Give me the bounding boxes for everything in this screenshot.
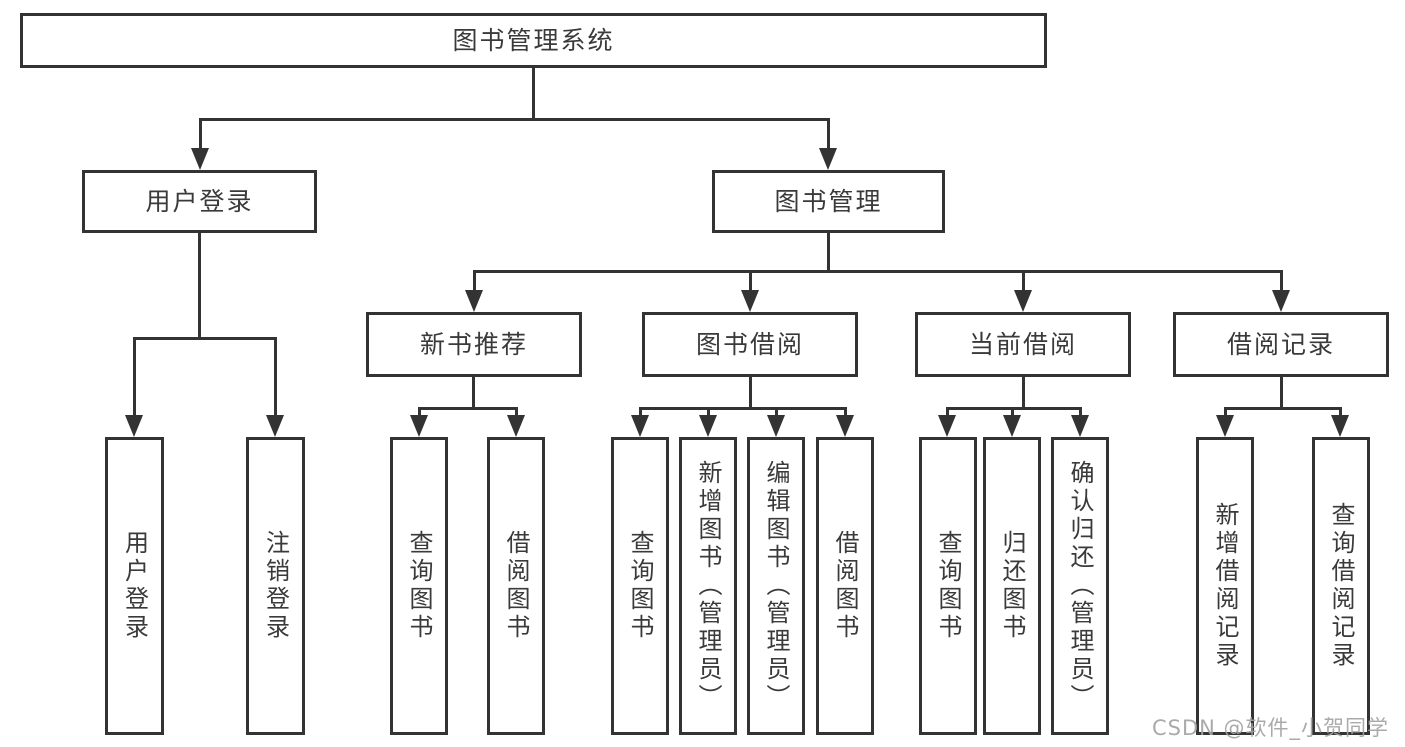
leaf-borrow-edit: 编辑图书（管理员） — [747, 437, 805, 735]
arrow-s1-leaf-2 — [699, 415, 717, 437]
leaf-logout: 注销登录 — [246, 437, 305, 735]
connector-s1-drop-1 — [639, 407, 642, 419]
connector-s1-drop-3 — [775, 407, 778, 419]
node-book-borrow: 图书借阅 — [642, 312, 858, 377]
leaf-newbooks-query-label: 查询图书 — [405, 530, 433, 642]
arrow-s1-leaf-3 — [767, 415, 785, 437]
connector-s0-drop-1 — [418, 407, 421, 419]
leaf-newbooks-borrow-label: 借阅图书 — [502, 530, 530, 642]
connector-s2-stem — [1022, 377, 1025, 407]
arrow-s1-leaf-1 — [631, 415, 649, 437]
node-new-books-label: 新书推荐 — [419, 330, 528, 359]
leaf-borrow-edit-label: 编辑图书（管理员） — [762, 460, 790, 712]
leaf-current-confirm-label: 确认归还（管理员） — [1066, 460, 1094, 712]
connector-login-drop-1 — [133, 337, 136, 419]
leaf-borrow-query-label: 查询图书 — [626, 530, 654, 642]
arrow-s0-leaf-2 — [507, 415, 525, 437]
node-book-borrow-label: 图书借阅 — [695, 330, 804, 359]
connector-s2-drop-3 — [1079, 407, 1082, 419]
connector-s2-bar — [946, 407, 1082, 410]
leaf-logout-label: 注销登录 — [261, 530, 290, 642]
arrow-to-current-borrow — [1014, 290, 1032, 312]
connector-mgmt-bar — [473, 270, 1283, 273]
node-user-login-label: 用户登录 — [145, 187, 254, 216]
connector-mgmt-drop-4 — [1280, 270, 1283, 294]
leaf-borrow-borrow-label: 借阅图书 — [831, 530, 859, 642]
leaf-current-query-label: 查询图书 — [934, 530, 962, 642]
arrow-to-book-management — [819, 148, 837, 170]
connector-s3-drop-1 — [1224, 407, 1227, 419]
connector-root-drop-left — [199, 118, 202, 150]
arrow-s2-leaf-3 — [1071, 415, 1089, 437]
connector-login-bar — [133, 337, 277, 340]
leaf-newbooks-query: 查询图书 — [390, 437, 448, 735]
node-new-books: 新书推荐 — [366, 312, 582, 377]
leaf-records-add: 新增借阅记录 — [1196, 437, 1254, 735]
connector-login-drop-2 — [274, 337, 277, 419]
leaf-borrow-query: 查询图书 — [611, 437, 669, 735]
arrow-to-new-books — [465, 290, 483, 312]
connector-s1-drop-4 — [844, 407, 847, 419]
node-current-borrow: 当前借阅 — [915, 312, 1131, 377]
leaf-borrow-add: 新增图书（管理员） — [679, 437, 737, 735]
leaf-records-query: 查询借阅记录 — [1312, 437, 1370, 735]
arrow-s3-leaf-2 — [1331, 415, 1349, 437]
node-root-label: 图书管理系统 — [452, 26, 615, 55]
node-root: 图书管理系统 — [20, 13, 1047, 68]
node-borrow-records: 借阅记录 — [1173, 312, 1389, 377]
arrow-to-user-login — [191, 148, 209, 170]
connector-s2-drop-1 — [946, 407, 949, 419]
arrow-s1-leaf-4 — [836, 415, 854, 437]
leaf-borrow-add-label: 新增图书（管理员） — [694, 460, 722, 712]
connector-s1-stem — [749, 377, 752, 407]
connector-s0-drop-2 — [515, 407, 518, 419]
connector-root-stem — [532, 68, 535, 120]
node-borrow-records-label: 借阅记录 — [1226, 330, 1335, 359]
connector-mgmt-drop-1 — [473, 270, 476, 294]
node-current-borrow-label: 当前借阅 — [968, 330, 1077, 359]
leaf-user-login: 用户登录 — [105, 437, 164, 735]
node-user-login: 用户登录 — [82, 170, 317, 233]
connector-s0-stem — [472, 377, 475, 407]
arrow-to-leaf-logout — [266, 415, 284, 437]
leaf-current-query: 查询图书 — [919, 437, 977, 735]
connector-s3-drop-2 — [1339, 407, 1342, 419]
connector-s3-stem — [1280, 377, 1283, 407]
connector-root-bar — [199, 118, 830, 121]
connector-mgmt-drop-3 — [1022, 270, 1025, 294]
connector-s3-bar — [1224, 407, 1342, 410]
arrow-s3-leaf-1 — [1216, 415, 1234, 437]
leaf-current-return-label: 归还图书 — [998, 530, 1026, 642]
csdn-watermark: CSDN @软件_小贺同学 — [1152, 716, 1390, 740]
leaf-borrow-borrow: 借阅图书 — [816, 437, 874, 735]
arrow-s2-leaf-1 — [938, 415, 956, 437]
leaf-current-confirm: 确认归还（管理员） — [1051, 437, 1109, 735]
connector-s2-drop-2 — [1011, 407, 1014, 419]
arrow-to-borrow-records — [1272, 290, 1290, 312]
connector-s0-bar — [418, 407, 518, 410]
connector-login-stem — [198, 233, 201, 337]
arrow-to-leaf-login — [125, 415, 143, 437]
leaf-user-login-label: 用户登录 — [120, 530, 149, 642]
leaf-records-add-label: 新增借阅记录 — [1211, 502, 1239, 670]
arrow-to-book-borrow — [741, 290, 759, 312]
connector-root-drop-right — [827, 118, 830, 150]
connector-mgmt-stem — [827, 233, 830, 270]
leaf-records-query-label: 查询借阅记录 — [1327, 502, 1355, 670]
connector-s1-bar — [639, 407, 847, 410]
arrow-s2-leaf-2 — [1003, 415, 1021, 437]
leaf-newbooks-borrow: 借阅图书 — [487, 437, 545, 735]
connector-s1-drop-2 — [707, 407, 710, 419]
node-book-management: 图书管理 — [712, 170, 945, 233]
arrow-s0-leaf-1 — [410, 415, 428, 437]
node-book-management-label: 图书管理 — [774, 187, 883, 216]
leaf-current-return: 归还图书 — [983, 437, 1041, 735]
connector-mgmt-drop-2 — [749, 270, 752, 294]
